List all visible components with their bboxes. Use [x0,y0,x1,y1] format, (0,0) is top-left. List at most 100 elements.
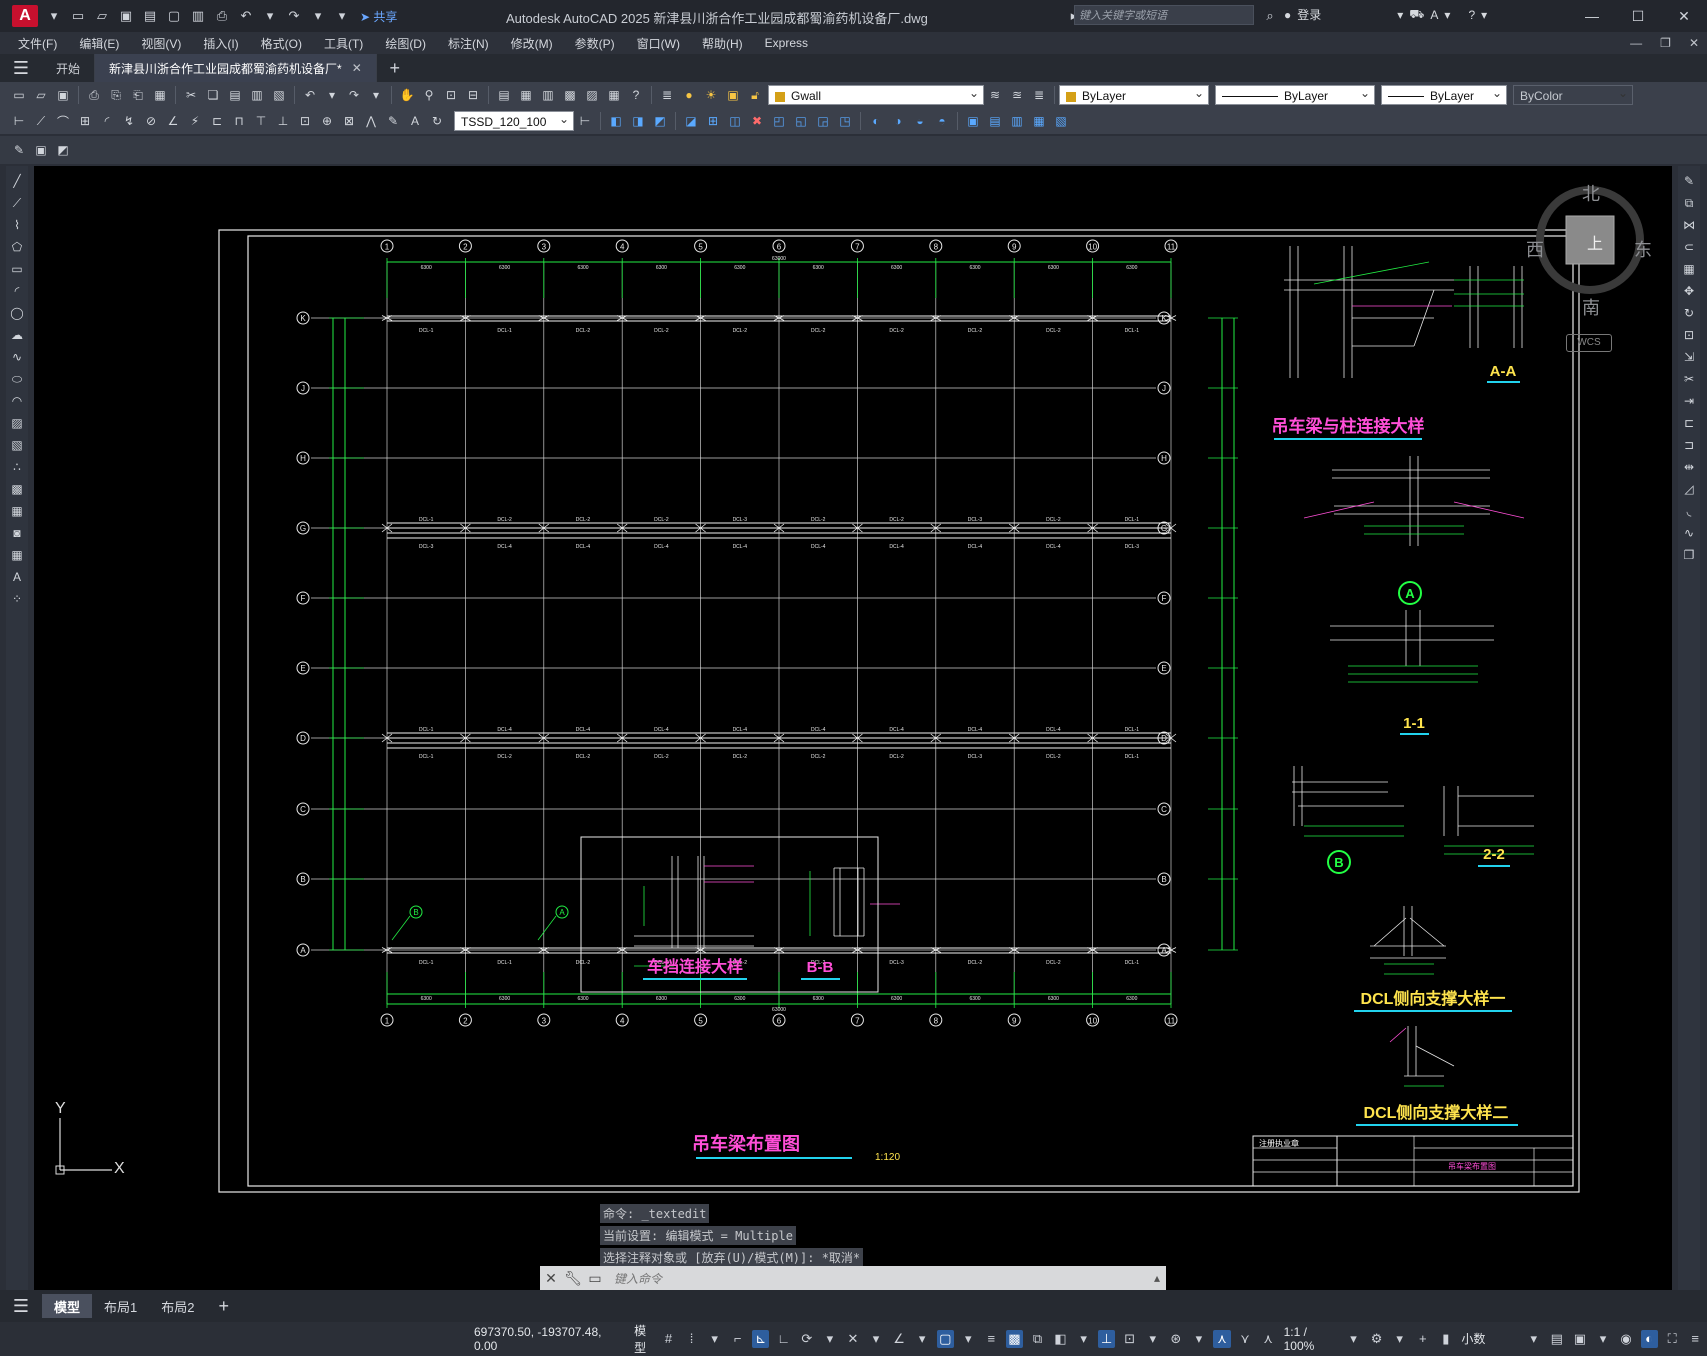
search-input[interactable]: 键入关键字或短语 [1074,5,1254,25]
rectangle-icon[interactable]: ▭ [11,262,23,276]
save-as-icon[interactable]: ▤ [143,8,157,23]
viewcube-face[interactable] [1565,215,1615,265]
new-file-icon[interactable]: ▭ [71,8,85,23]
customize-status-icon[interactable]: ≡ [1691,1331,1699,1346]
dim-angular-icon[interactable]: ∠ [167,114,179,128]
customize-qat-icon[interactable]: ▾ [338,8,346,23]
ellipse-icon[interactable]: ⬭ [11,371,23,386]
login-dropdown-icon[interactable]: ▾ [1397,7,1404,22]
dim-aligned-icon[interactable]: ⟋ [36,113,46,128]
rotate-icon[interactable]: ↻ [1683,306,1695,320]
extra-tool-3-icon[interactable]: ◩ [57,143,69,157]
fillet-icon[interactable]: ◟ [1686,504,1692,518]
open-web-icon[interactable]: ▢ [167,8,181,23]
modify-icon-14[interactable]: ◒ [916,114,924,128]
ortho-icon[interactable]: ∟ [777,1331,791,1346]
snap-icon[interactable]: ⁞ [689,1331,694,1346]
color-dropdown[interactable]: ByLayer [1059,83,1209,105]
polygon-icon[interactable]: ⬠ [11,240,23,254]
make-current-layer-icon[interactable]: ≋ [989,88,1001,102]
dynamic-ucs-icon[interactable]: ⊥ [1098,1329,1116,1348]
layer-freeze-icon[interactable]: ☀ [705,88,717,102]
spline-icon[interactable]: ∿ [11,350,23,364]
autocad-logo[interactable]: A [12,5,38,27]
modify-icon-13[interactable]: ◑ [894,114,902,128]
modify-icon-9[interactable]: ◱ [795,114,807,128]
modify-icon-5[interactable]: ⊞ [707,114,719,128]
modify-icon-3[interactable]: ◩ [654,114,666,128]
command-recent-icon[interactable]: ▭ [588,1269,602,1286]
modify-icon-1[interactable]: ◧ [610,114,622,128]
app-menu-chevron-icon[interactable]: ▾ [50,8,58,23]
qnew-icon[interactable]: ▭ [13,88,25,102]
osnap-dropdown-icon[interactable]: ▾ [918,1330,926,1346]
menu-tools[interactable]: 工具(T) [323,36,364,51]
menu-view[interactable]: 视图(V) [141,36,182,51]
undo-list-icon[interactable]: ▾ [328,88,336,102]
infer-constraints-icon[interactable]: ⌐ [733,1331,742,1346]
dim-space-icon[interactable]: ⊤ [255,114,267,128]
compass-south[interactable]: 南 [1582,298,1600,318]
layout-tab-1[interactable]: 布局1 [104,1299,138,1315]
polar-dropdown-icon[interactable]: ▾ [826,1330,834,1346]
modify-icon-12[interactable]: ◐ [872,114,880,128]
grid-icon[interactable]: # [664,1331,673,1346]
match-properties-icon[interactable]: ▥ [251,88,263,102]
markup-icon[interactable]: ▨ [586,88,598,102]
tab-close-icon[interactable]: ✕ [351,61,362,75]
point-icon[interactable]: ∴ [13,460,21,474]
modify-icon-4[interactable]: ◪ [685,114,697,128]
compass-north[interactable]: 北 [1582,184,1600,204]
dim-diameter-icon[interactable]: ⊘ [145,114,157,128]
viewcube[interactable] [1520,164,1660,304]
help-toolbar-icon[interactable]: ? [632,88,640,102]
layer-viewport-icon[interactable]: ▣ [727,88,739,102]
dim-arc-icon[interactable]: ⌒ [56,114,69,129]
layer-states-icon[interactable]: ≣ [1033,88,1045,102]
compass-west[interactable]: 西 [1526,240,1544,260]
region-icon[interactable]: ◙ [13,526,21,540]
search-icon[interactable]: ⌕ [1266,8,1274,23]
hatch-icon[interactable]: ▩ [11,482,23,496]
print-icon[interactable]: ⎙ [89,87,99,102]
tolerance-icon[interactable]: ⊡ [299,114,311,128]
menu-modify[interactable]: 修改(M) [510,36,553,51]
zoom-realtime-icon[interactable]: ⚲ [424,88,434,102]
isodraft-icon[interactable]: ✕ [847,1330,859,1346]
command-customize-icon[interactable]: 🔧︎ [564,1269,582,1286]
layout-tab-2[interactable]: 布局2 [161,1299,195,1315]
isolate-objects-icon[interactable]: ◉ [1620,1330,1632,1346]
model-space-button[interactable]: 模型 [634,1323,647,1355]
dim-jogged-icon[interactable]: ↯ [123,114,135,128]
layout-tab-model[interactable]: 模型 [42,1294,93,1318]
erase-icon[interactable]: ✎ [1683,174,1695,188]
3d-print-icon[interactable]: ▦ [154,88,166,102]
gradient-icon[interactable]: ▦ [11,504,23,518]
autodesk-a360-icon[interactable]: A [1430,7,1439,22]
modify-icon-8[interactable]: ◰ [773,114,785,128]
tab-start[interactable]: 开始 [42,54,96,82]
minimize-icon[interactable]: — [1585,8,1599,24]
modify-icon-19[interactable]: ▦ [1033,114,1045,128]
chamfer-icon[interactable]: ◿ [1684,482,1694,496]
menu-parametric[interactable]: 参数(P) [574,36,615,51]
break-icon[interactable]: ⊐ [1683,438,1695,452]
redo-dropdown-icon[interactable]: ▾ [314,8,322,23]
modify-icon-15[interactable]: ◓ [938,114,946,128]
polar-icon[interactable]: ⟳ [801,1330,813,1346]
dim-linear-icon[interactable]: ⊢ [13,114,25,128]
osnap-mode-dropdown-icon[interactable]: ▾ [965,1330,972,1346]
dim-break-icon[interactable]: ⊥ [277,114,289,128]
properties-icon[interactable]: ▤ [498,88,510,102]
lock-ui-dropdown-icon[interactable]: ▾ [1599,1330,1607,1346]
undo-dropdown-icon[interactable]: ▾ [266,8,274,23]
mirror-icon[interactable]: ⋈ [1683,218,1695,232]
dim-baseline-icon[interactable]: ⊏ [211,114,223,128]
selection-cycling-icon[interactable]: ⧉ [1032,1330,1043,1346]
menu-format[interactable]: 格式(O) [260,36,302,51]
open-file-icon[interactable]: ▱ [97,8,107,23]
revision-cloud-icon[interactable]: ☁ [11,328,23,342]
menu-express[interactable]: Express [764,36,809,50]
trim-icon[interactable]: ✂ [1683,372,1695,386]
dim-ordinate-icon[interactable]: ⊞ [79,114,91,128]
